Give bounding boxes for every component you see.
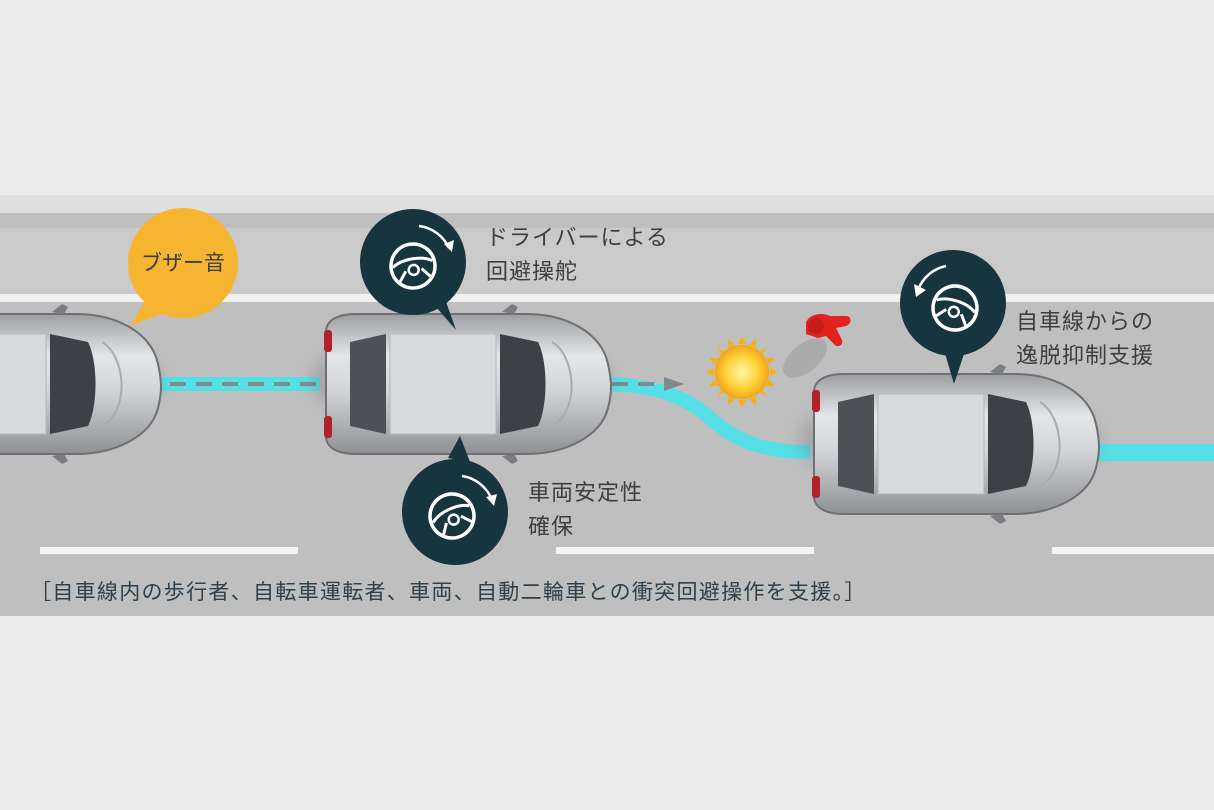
driver-steer-label-line1: ドライバーによる	[486, 222, 669, 256]
stability-label-line2: 確保	[528, 511, 643, 545]
buzzer-label: ブザー音	[128, 246, 238, 280]
stability-label: 車両安定性 確保	[528, 477, 643, 545]
lane-departure-label-line1: 自車線からの	[1016, 306, 1154, 340]
stability-label-line1: 車両安定性	[528, 477, 643, 511]
car-right	[799, 364, 1099, 524]
caption: ［自車線内の歩行者、自転車運転者、車両、自動二輪車との衝突回避操作を支援。］	[30, 575, 867, 609]
lane-departure-label-line2: 逸脱抑制支援	[1016, 340, 1154, 374]
driver-steer-label: ドライバーによる 回避操舵	[486, 222, 669, 290]
lane-departure-label: 自車線からの 逸脱抑制支援	[1016, 306, 1154, 374]
driver-steer-label-line2: 回避操舵	[486, 256, 669, 290]
